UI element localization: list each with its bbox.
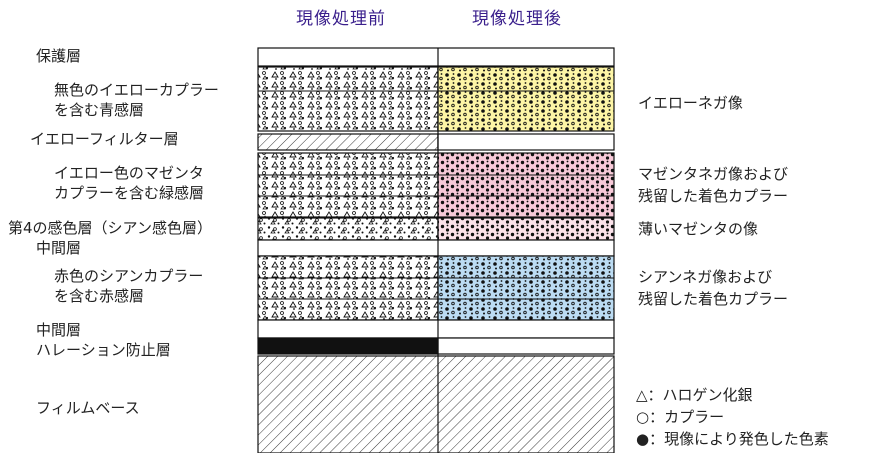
label-yellow-negative: イエローネガ像 [638,94,743,112]
label-green-1: イエロー色のマゼンタ [54,164,204,182]
legend-silver-halide: △：ハロゲン化銀 [636,386,753,404]
layer-antihalation-before [257,337,439,355]
legend-coupler: ○：カプラー [636,408,725,426]
layer-protective [257,47,615,67]
legend-dye: ●：現像により発色した色素 [636,430,829,448]
label-blue-2: を含む青感層 [54,101,145,119]
label-protective: 保護層 [36,47,82,65]
label-antihalation: ハレーション防止層 [36,341,171,359]
label-yellow-filter: イエローフィルター層 [30,130,179,148]
label-intermediate-1: 中間層 [36,239,82,257]
layer-film-base [257,355,615,453]
label-cyan-1: シアンネガ像および [638,268,773,286]
label-intermediate-2: 中間層 [36,321,82,339]
label-blue-1: 無色のイエローカプラー [54,81,219,99]
layer-stack [257,47,615,453]
layer-intermediate-1 [257,239,615,257]
label-magenta-2: 残留した着色カプラー [638,187,789,205]
label-fourth: 第4の感色層（シアン感色層） [8,219,212,237]
label-red-1: 赤色のシアンカプラー [54,267,204,285]
layer-antihalation-after [437,337,615,355]
label-cyan-2: 残留した着色カプラー [638,290,789,308]
layer-intermediate-2 [257,319,615,339]
layer-yellow-filter [257,133,439,151]
label-green-2: カプラーを含む緑感層 [54,184,205,202]
label-film-base: フィルムベース [36,399,140,417]
label-red-2: を含む赤感層 [54,287,145,305]
header-after: 現像処理後 [472,9,562,29]
label-light-magenta: 薄いマゼンタの像 [638,220,759,238]
header-before: 現像処理前 [296,9,386,29]
label-magenta-1: マゼンタネガ像および [638,165,789,183]
